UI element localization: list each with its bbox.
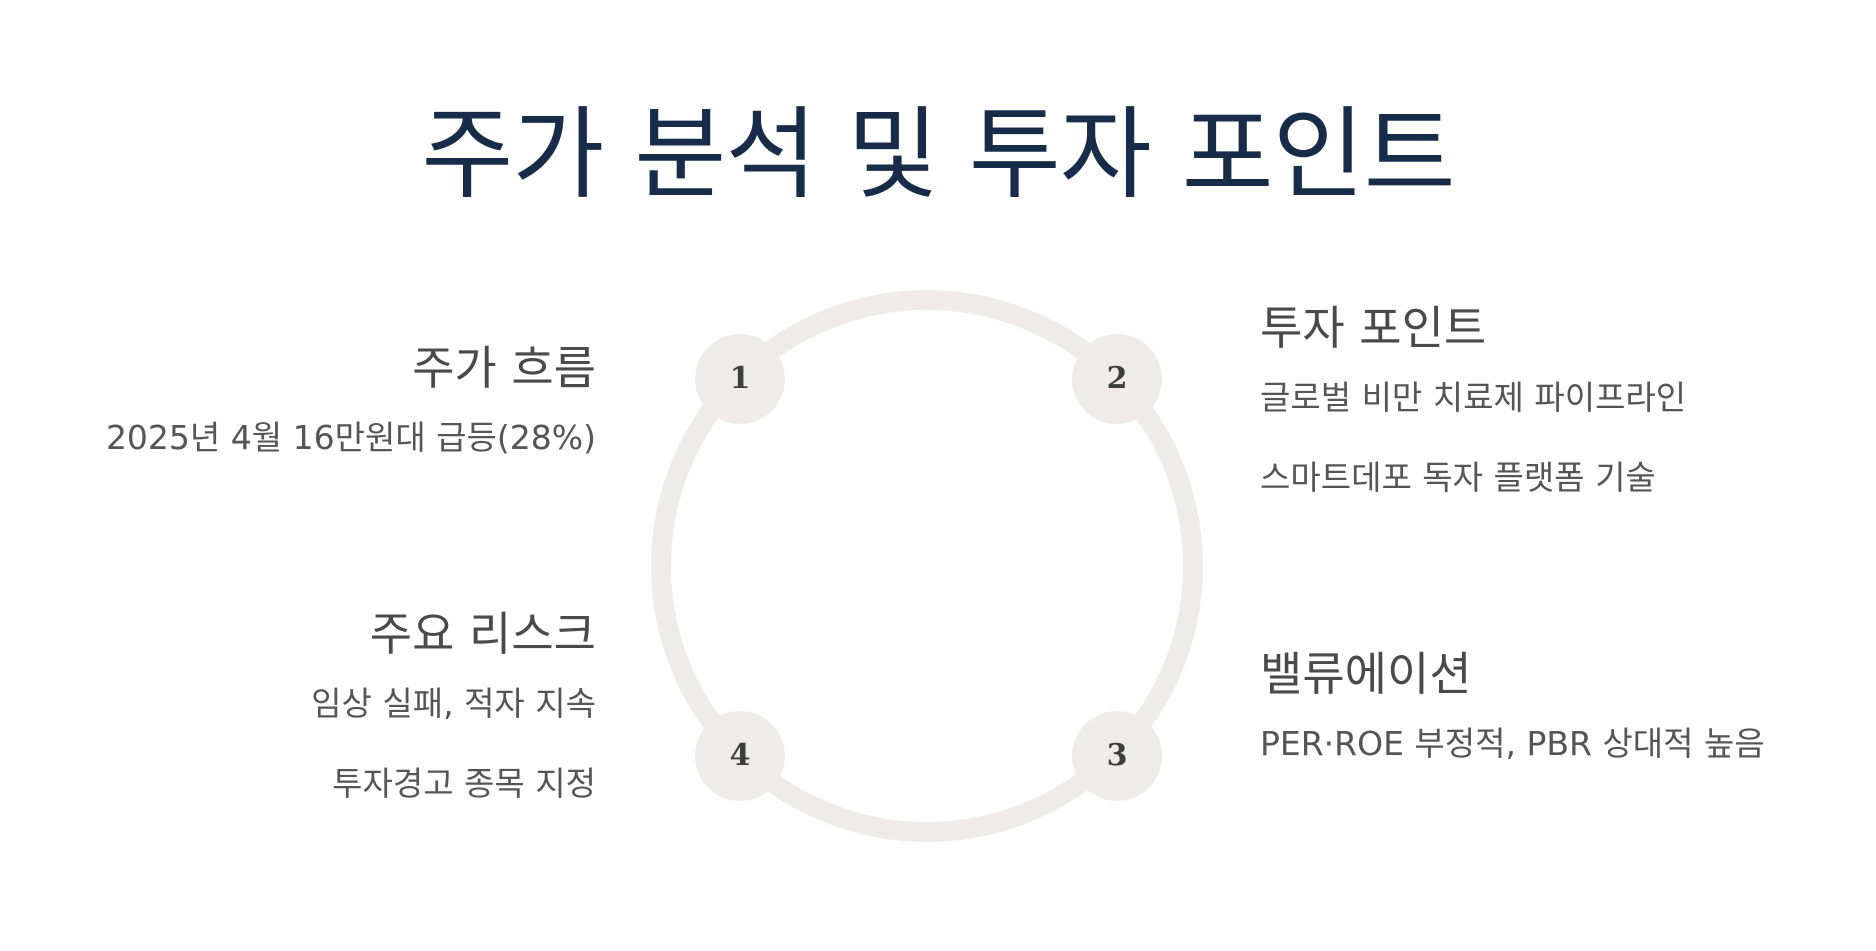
section-heading: 투자 포인트 bbox=[1260, 301, 1487, 355]
section-line: 글로벌 비만 치료제 파이프라인 bbox=[1260, 378, 1687, 417]
step-marker-3: 3 bbox=[1072, 711, 1162, 801]
section-investment-points: 투자 포인트 글로벌 비만 치료제 파이프라인 스마트데포 독자 플랫폼 기술 bbox=[1260, 300, 1686, 538]
section-heading: 주가 흐름 bbox=[412, 341, 596, 395]
section-line: 투자경고 종목 지정 bbox=[332, 764, 596, 803]
section-line: 스마트데포 독자 플랫폼 기술 bbox=[1260, 458, 1656, 497]
step-marker-4: 4 bbox=[695, 711, 785, 801]
section-valuation: 밸류에이션 PER·ROE 부정적, PBR 상대적 높음 bbox=[1260, 646, 1765, 804]
section-line: 2025년 4월 16만원대 급등(28%) bbox=[105, 418, 596, 457]
section-key-risks: 주요 리스크 임상 실패, 적자 지속 투자경고 종목 지정 bbox=[311, 606, 596, 844]
section-line: PER·ROE 부정적, PBR 상대적 높음 bbox=[1260, 724, 1765, 763]
step-marker-1: 1 bbox=[695, 334, 785, 424]
page-title: 주가 분석 및 투자 포인트 bbox=[421, 96, 1455, 213]
section-heading: 밸류에이션 bbox=[1260, 647, 1472, 701]
section-heading: 주요 리스크 bbox=[369, 607, 596, 661]
step-marker-2: 2 bbox=[1072, 334, 1162, 424]
section-line: 임상 실패, 적자 지속 bbox=[311, 684, 596, 723]
section-price-flow: 주가 흐름 2025년 4월 16만원대 급등(28%) bbox=[106, 340, 596, 498]
